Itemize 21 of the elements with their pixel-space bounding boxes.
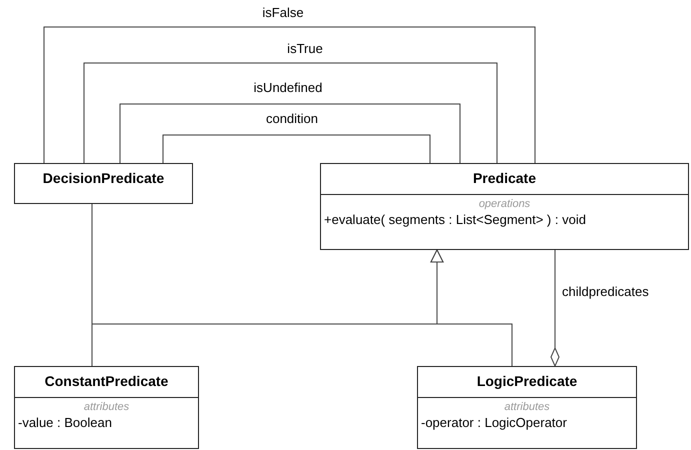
class-name: Predicate — [472, 169, 536, 187]
class-box — [417, 366, 637, 449]
attribute-text: -value : Boolean — [18, 414, 112, 431]
class-name: DecisionPredicate — [42, 169, 164, 187]
generalization-arrow — [430, 250, 512, 366]
edge-label: childpredicates — [560, 284, 651, 300]
compartment-label: attributes — [84, 400, 130, 414]
compartment-label: attributes — [504, 400, 550, 414]
class-box — [14, 163, 193, 204]
association-line — [84, 62, 498, 164]
operation-text: +evaluate( segments : List<Segment> ) : void — [324, 211, 586, 228]
class-name: ConstantPredicate — [44, 372, 168, 390]
class-box — [14, 366, 199, 449]
association-line — [44, 26, 536, 164]
attribute-text: -operator : LogicOperator — [421, 414, 567, 431]
compartment-label: operations — [478, 197, 530, 211]
association-line — [120, 104, 460, 164]
aggregation-line — [550, 250, 560, 366]
association-line — [162, 134, 430, 164]
class-box — [320, 163, 689, 250]
class-name: LogicPredicate — [476, 372, 578, 390]
